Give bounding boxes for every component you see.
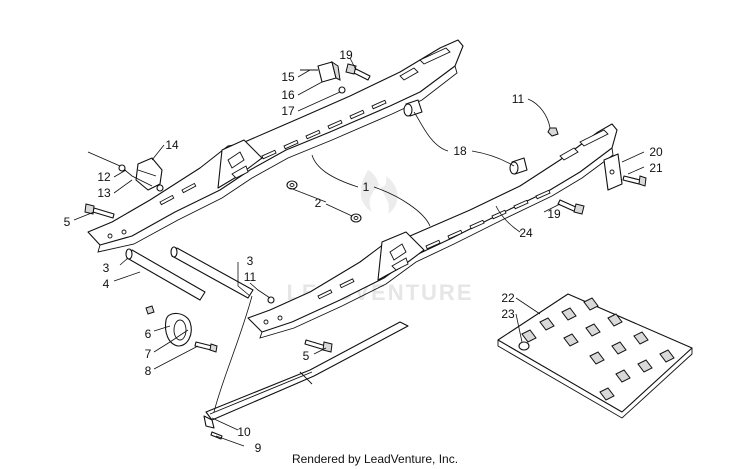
bolt-5-rear (84, 203, 115, 219)
right-rail (247, 123, 618, 339)
callout-4: 4 (103, 277, 110, 291)
callout-19-top: 19 (339, 48, 353, 62)
callout-22: 22 (501, 291, 515, 305)
idler-bracket (145, 305, 218, 353)
callout-24: 24 (519, 226, 533, 240)
leader-lines (73, 57, 645, 447)
callout-labels: 1 2 3 3 4 5 5 6 7 8 9 10 11 11 12 13 14 … (64, 48, 663, 455)
callout-18: 18 (453, 144, 467, 158)
callout-3-rear: 3 (103, 261, 110, 275)
cross-shaft-rear (125, 246, 275, 304)
callout-23: 23 (501, 307, 515, 321)
right-rail-slots (317, 189, 551, 300)
track-clip-strip (497, 293, 693, 419)
track-cleats (521, 297, 675, 401)
callout-21: 21 (649, 161, 663, 175)
watermark-flame-icon (360, 170, 398, 214)
callout-10: 10 (237, 425, 251, 439)
callout-12: 12 (97, 170, 111, 184)
callout-11-right: 11 (512, 92, 525, 106)
bolt-19-right (557, 199, 585, 215)
bumper-16 (300, 60, 346, 94)
callout-19-right: 19 (547, 207, 561, 221)
callout-6: 6 (145, 327, 152, 341)
callout-20: 20 (649, 145, 663, 159)
bushing-18-pair (403, 99, 528, 175)
left-rail-slots (159, 99, 387, 206)
callout-5-front: 5 (303, 349, 310, 363)
bolt-5-front (304, 339, 333, 353)
nut-11-right (547, 127, 559, 137)
callout-15: 15 (281, 70, 295, 84)
end-cap-20 (603, 153, 647, 191)
callout-14: 14 (165, 138, 179, 152)
callout-3-front: 3 (247, 254, 254, 268)
credit-footer: Rendered by LeadVenture, Inc. (291, 452, 459, 466)
callout-11-front: 11 (244, 270, 257, 284)
callout-13: 13 (97, 186, 111, 200)
spacer-2-pair (286, 180, 362, 223)
callout-7: 7 (145, 347, 152, 361)
bracket-14 (87, 151, 164, 192)
bolt-19-top (345, 63, 371, 81)
callout-16: 16 (281, 88, 295, 102)
callout-8: 8 (145, 364, 152, 378)
callout-17: 17 (281, 104, 295, 118)
callout-2: 2 (315, 196, 322, 210)
callout-9: 9 (255, 441, 262, 455)
hyfax-slide-10 (203, 321, 409, 440)
left-rail (87, 39, 464, 253)
callout-1: 1 (363, 180, 370, 194)
callout-5-rear: 5 (64, 215, 71, 229)
